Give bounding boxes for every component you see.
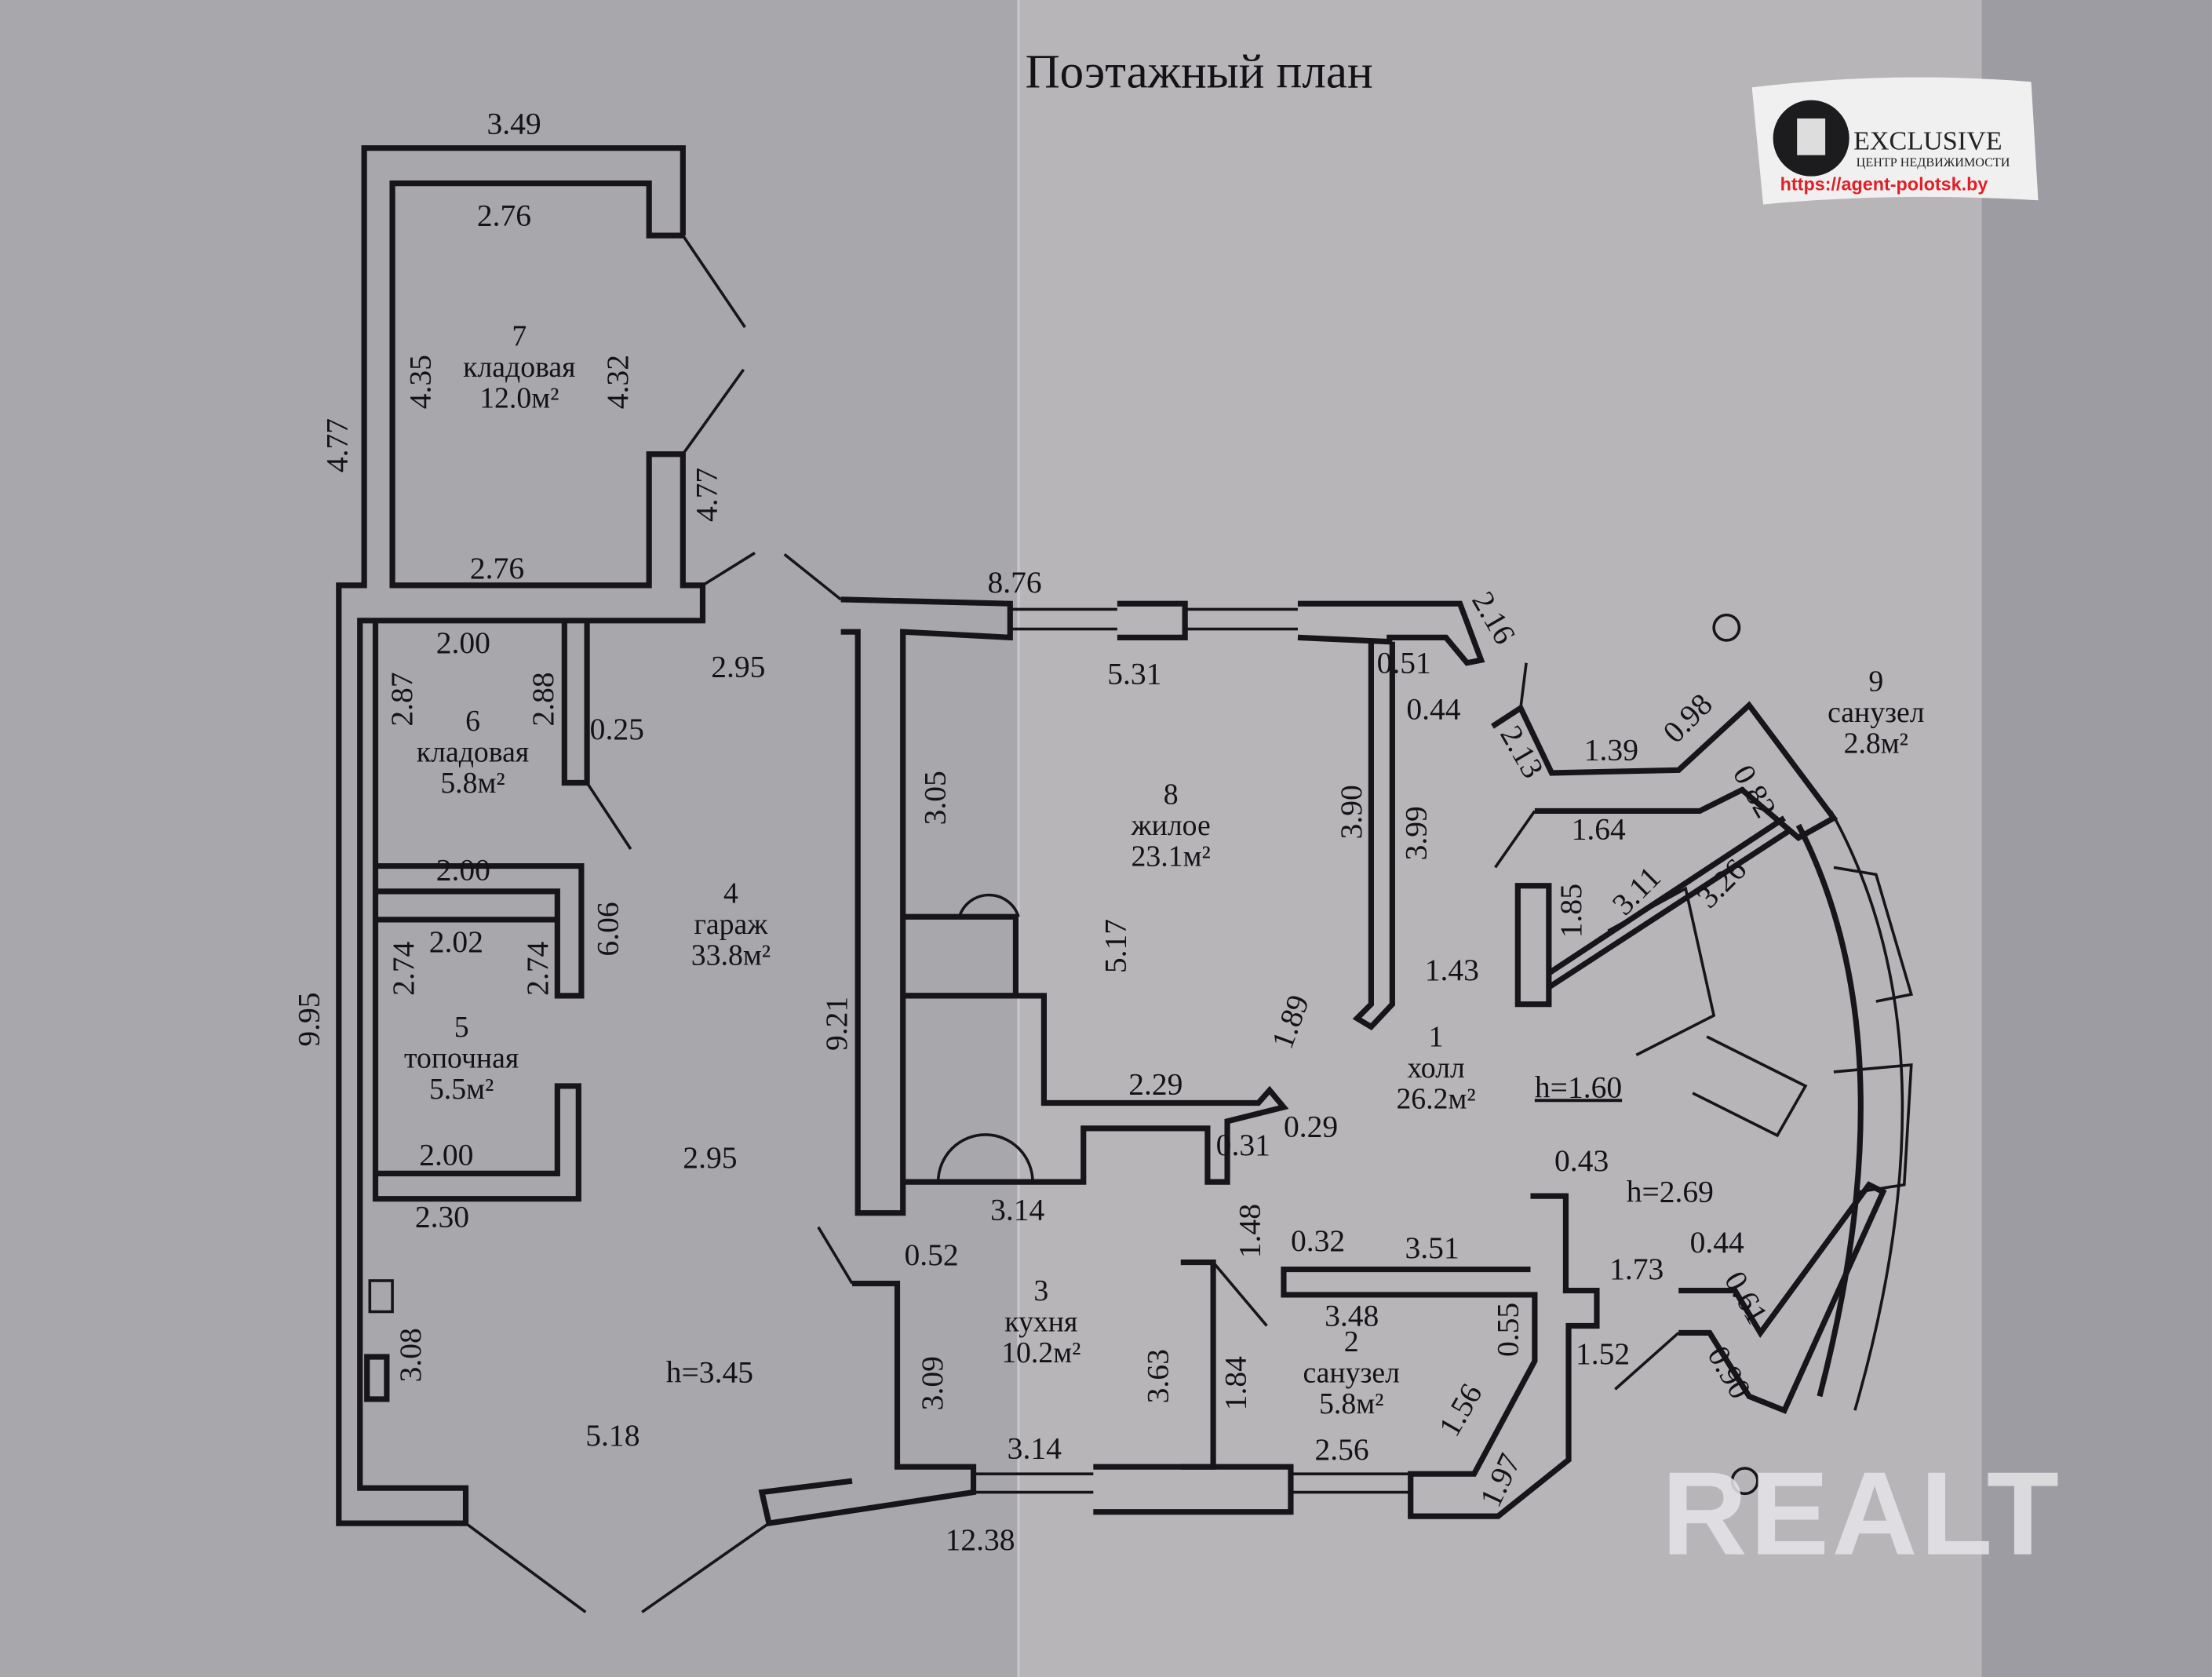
room-name: кладовая [417, 736, 529, 769]
room-name: жилое [1131, 809, 1211, 842]
room-labels: 7кладовая12.0м²6кладовая5.8м²4гараж33.8м… [404, 319, 1925, 1420]
room-name: холл [1407, 1052, 1464, 1085]
background-edge [1981, 0, 2212, 1677]
dimension-label: 2.29 [1128, 1067, 1183, 1102]
paper-right [1019, 0, 1992, 1677]
room-area: 10.2м² [1001, 1336, 1080, 1369]
dimension-label: 0.51 [1377, 645, 1431, 680]
dimension-label: 0.32 [1291, 1223, 1345, 1258]
dimension-label: 2.87 [384, 672, 419, 726]
dimension-label: 3.05 [918, 771, 953, 825]
dimension-label: 3.48 [1325, 1298, 1379, 1332]
logo-url: https://agent-polotsk.by [1780, 174, 1988, 195]
room-number: 8 [1164, 778, 1179, 811]
dimension-label: 3.99 [1398, 806, 1433, 860]
room-number: 9 [1868, 665, 1883, 698]
room-name: кухня [1004, 1306, 1077, 1339]
dimension-label: 4.77 [689, 468, 723, 522]
dimension-label: 2.76 [470, 551, 524, 585]
room-name: кладовая [463, 351, 575, 384]
dimension-label: 0.31 [1216, 1128, 1270, 1162]
dimension-label: 3.49 [486, 107, 541, 141]
dimension-label: 2.00 [436, 625, 490, 660]
dimension-label: 2.56 [1315, 1432, 1369, 1467]
room-name: топочная [404, 1042, 519, 1075]
dimension-label: 2.88 [526, 672, 560, 726]
dimension-label: 9.21 [819, 997, 854, 1051]
dimension-label: 2.00 [436, 853, 490, 888]
dimension-label: h=2.69 [1627, 1174, 1714, 1209]
room-area: 23.1м² [1132, 840, 1211, 873]
dimension-label: 3.14 [1008, 1431, 1062, 1465]
dimension-label: 4.35 [403, 355, 438, 409]
dimension-label: 2.30 [415, 1200, 469, 1234]
dimension-label: 2.02 [429, 924, 483, 959]
dimension-label: 2.74 [520, 941, 555, 995]
dimension-label: 1.52 [1576, 1336, 1630, 1371]
room-number: 2 [1344, 1325, 1359, 1358]
room-number: 3 [1033, 1274, 1048, 1307]
room-area: 12.0м² [479, 381, 559, 414]
dimension-label: 1.48 [1232, 1204, 1266, 1258]
room-area: 5.8м² [1319, 1387, 1383, 1420]
room-number: 5 [454, 1011, 469, 1044]
dimension-label: 3.51 [1405, 1230, 1459, 1265]
dimension-label: 1.64 [1572, 811, 1626, 846]
dimension-label: 3.90 [1334, 785, 1368, 839]
dimension-label: 2.95 [683, 1140, 737, 1175]
room-name: санузел [1303, 1356, 1400, 1389]
dimension-label: 4.77 [320, 418, 355, 472]
dimension-label: 1.84 [1218, 1356, 1252, 1410]
dimension-label: h=3.45 [666, 1354, 753, 1389]
dimension-label: 0.44 [1690, 1225, 1744, 1260]
dimension-label: 12.38 [946, 1522, 1015, 1557]
room-number: 7 [512, 319, 527, 352]
realt-watermark: REALT [1662, 1447, 2062, 1580]
dimension-label: 0.25 [590, 712, 644, 746]
plan-title: Поэтажный план [1026, 46, 1373, 98]
dimension-label: 1.85 [1554, 884, 1588, 938]
dimension-label: 3.09 [915, 1356, 949, 1410]
dimension-label: 0.52 [904, 1238, 958, 1272]
marker-circle [1712, 613, 1741, 642]
stair-height: h=1.60 [1535, 1070, 1622, 1104]
dimension-label: 8.76 [988, 565, 1042, 600]
dimension-label: 3.63 [1141, 1349, 1175, 1403]
dimension-label: 2.74 [386, 941, 421, 995]
dimension-label: 1.73 [1609, 1252, 1664, 1286]
exclusive-logo: EXCLUSIVE ЦЕНТР НЕДВИЖИМОСТИ https://age… [1751, 77, 2039, 205]
room-area: 5.8м² [440, 767, 505, 800]
dimension-label: 3.08 [393, 1328, 428, 1382]
logo-name: EXCLUSIVE [1853, 127, 2002, 156]
room-area: 2.8м² [1844, 727, 1908, 760]
room-name: гараж [694, 908, 768, 941]
dimension-label: 0.55 [1490, 1303, 1525, 1357]
room-number: 1 [1429, 1021, 1444, 1054]
marker-circle [1730, 1467, 1759, 1496]
dimension-label: 2.95 [711, 650, 765, 684]
walls [336, 145, 1914, 1613]
dimension-label: 0.29 [1284, 1110, 1338, 1144]
dimension-label: 1.43 [1425, 953, 1479, 987]
room-number: 4 [723, 877, 738, 910]
dimension-label: 9.95 [292, 992, 326, 1046]
logo-subtitle: ЦЕНТР НЕДВИЖИМОСТИ [1857, 156, 2010, 170]
dimension-label: 5.18 [585, 1418, 640, 1453]
room-area: 26.2м² [1396, 1083, 1475, 1116]
room-name: санузел [1828, 696, 1925, 729]
dimension-label: 2.76 [477, 199, 531, 233]
dimension-label: 4.32 [600, 355, 635, 409]
dimension-label: 0.44 [1406, 692, 1460, 727]
dimension-label: 6.06 [591, 902, 625, 956]
room-area: 5.5м² [429, 1073, 494, 1106]
dimension-label: 3.14 [990, 1193, 1044, 1227]
dimension-label: 5.31 [1107, 657, 1161, 691]
dimension-label: 5.17 [1099, 919, 1133, 973]
room-area: 33.8м² [691, 939, 771, 972]
dimension-label: 2.00 [419, 1138, 473, 1172]
dimension-label: 0.43 [1554, 1143, 1609, 1178]
dimension-label: 1.39 [1584, 733, 1638, 767]
paper-left [0, 0, 1019, 1677]
room-number: 6 [465, 705, 480, 738]
